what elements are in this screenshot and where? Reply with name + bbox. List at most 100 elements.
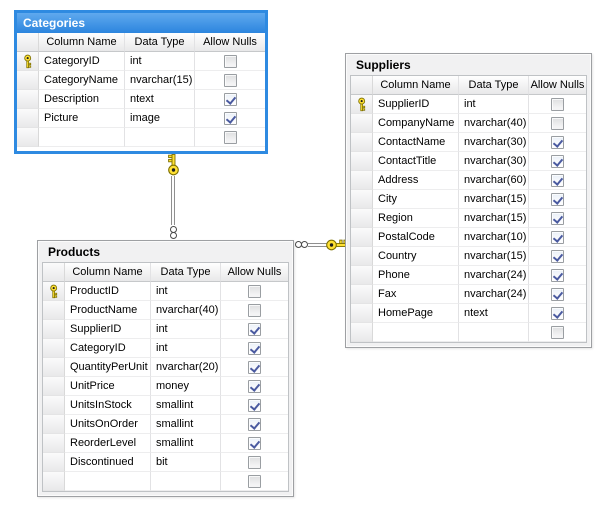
table-row[interactable]: SupplierID int xyxy=(43,320,288,339)
row-selector[interactable] xyxy=(351,247,373,266)
table-window-categories[interactable]: Categories Column Name Data Type Allow N… xyxy=(14,10,268,154)
data-type-cell[interactable]: money xyxy=(151,377,221,396)
allow-nulls-checkbox[interactable] xyxy=(551,268,564,282)
row-selector[interactable] xyxy=(43,396,65,415)
allow-nulls-checkbox[interactable] xyxy=(248,474,261,488)
data-type-cell[interactable]: nvarchar(15) xyxy=(459,247,529,266)
row-selector[interactable] xyxy=(43,358,65,377)
data-type-cell[interactable]: nvarchar(24) xyxy=(459,266,529,285)
relationship-line[interactable] xyxy=(308,243,330,247)
allow-nulls-cell[interactable] xyxy=(529,133,586,152)
table-window-suppliers[interactable]: Suppliers Column Name Data Type Allow Nu… xyxy=(345,53,592,348)
data-type-cell[interactable]: nvarchar(30) xyxy=(459,133,529,152)
data-type-cell[interactable] xyxy=(125,128,195,147)
column-name-cell[interactable]: ProductID xyxy=(65,282,151,301)
allow-nulls-checkbox[interactable] xyxy=(551,249,564,263)
data-type-cell[interactable]: nvarchar(10) xyxy=(459,228,529,247)
column-name-cell[interactable]: Fax xyxy=(373,285,459,304)
allow-nulls-cell[interactable] xyxy=(529,95,586,114)
allow-nulls-cell[interactable] xyxy=(195,90,265,109)
allow-nulls-checkbox[interactable] xyxy=(551,325,564,339)
allow-nulls-checkbox[interactable] xyxy=(223,73,237,87)
allow-nulls-checkbox[interactable] xyxy=(551,230,564,244)
allow-nulls-cell[interactable] xyxy=(529,323,586,342)
allow-nulls-checkbox[interactable] xyxy=(248,436,261,450)
data-type-cell[interactable]: nvarchar(20) xyxy=(151,358,221,377)
table-row[interactable]: Region nvarchar(15) xyxy=(351,209,586,228)
table-row[interactable]: CategoryName nvarchar(15) xyxy=(17,71,265,90)
column-name-cell[interactable]: Description xyxy=(39,90,125,109)
data-type-cell[interactable]: smallint xyxy=(151,434,221,453)
allow-nulls-checkbox[interactable] xyxy=(248,455,261,469)
allow-nulls-checkbox[interactable] xyxy=(248,398,261,412)
table-title-products[interactable]: Products xyxy=(48,245,101,259)
allow-nulls-checkbox[interactable] xyxy=(551,192,564,206)
allow-nulls-checkbox[interactable] xyxy=(248,360,261,374)
allow-nulls-checkbox[interactable] xyxy=(551,287,564,301)
table-row[interactable]: UnitPrice money xyxy=(43,377,288,396)
data-type-cell[interactable]: smallint xyxy=(151,415,221,434)
allow-nulls-checkbox[interactable] xyxy=(551,135,564,149)
data-type-cell[interactable]: nvarchar(15) xyxy=(459,190,529,209)
allow-nulls-checkbox[interactable] xyxy=(248,303,261,317)
column-name-cell[interactable]: City xyxy=(373,190,459,209)
row-selector[interactable] xyxy=(43,320,65,339)
data-type-cell[interactable]: nvarchar(15) xyxy=(459,209,529,228)
column-name-cell[interactable]: ContactName xyxy=(373,133,459,152)
allow-nulls-checkbox[interactable] xyxy=(551,173,564,187)
column-name-cell[interactable]: CategoryID xyxy=(39,52,125,71)
row-selector[interactable] xyxy=(351,323,373,342)
data-type-cell[interactable]: int xyxy=(459,95,529,114)
data-type-cell[interactable]: ntext xyxy=(459,304,529,323)
allow-nulls-cell[interactable] xyxy=(529,285,586,304)
column-name-cell[interactable]: QuantityPerUnit xyxy=(65,358,151,377)
row-selector[interactable] xyxy=(17,109,39,128)
data-type-cell[interactable]: nvarchar(40) xyxy=(151,301,221,320)
column-name-cell[interactable]: CategoryID xyxy=(65,339,151,358)
column-name-cell[interactable]: ReorderLevel xyxy=(65,434,151,453)
table-row[interactable]: Address nvarchar(60) xyxy=(351,171,586,190)
allow-nulls-cell[interactable] xyxy=(529,114,586,133)
data-type-cell[interactable] xyxy=(151,472,221,491)
data-type-cell[interactable]: nvarchar(15) xyxy=(125,71,195,90)
allow-nulls-cell[interactable] xyxy=(221,434,288,453)
row-selector[interactable] xyxy=(351,228,373,247)
column-name-cell[interactable]: SupplierID xyxy=(373,95,459,114)
table-title-suppliers[interactable]: Suppliers xyxy=(356,58,411,72)
table-row[interactable]: ReorderLevel smallint xyxy=(43,434,288,453)
table-row[interactable]: ProductID int xyxy=(43,282,288,301)
allow-nulls-checkbox[interactable] xyxy=(551,154,564,168)
column-name-cell[interactable]: ProductName xyxy=(65,301,151,320)
column-name-cell[interactable]: Region xyxy=(373,209,459,228)
allow-nulls-checkbox[interactable] xyxy=(223,130,237,144)
column-name-cell[interactable]: Picture xyxy=(39,109,125,128)
column-name-cell[interactable] xyxy=(39,128,125,147)
row-selector[interactable] xyxy=(351,285,373,304)
row-selector[interactable] xyxy=(43,453,65,472)
column-name-cell[interactable]: HomePage xyxy=(373,304,459,323)
table-row[interactable]: UnitsInStock smallint xyxy=(43,396,288,415)
column-name-cell[interactable]: UnitsInStock xyxy=(65,396,151,415)
allow-nulls-checkbox[interactable] xyxy=(248,417,261,431)
column-name-cell[interactable]: UnitPrice xyxy=(65,377,151,396)
row-selector[interactable] xyxy=(43,282,65,301)
allow-nulls-cell[interactable] xyxy=(529,304,586,323)
row-selector[interactable] xyxy=(43,472,65,491)
column-name-cell[interactable]: CategoryName xyxy=(39,71,125,90)
allow-nulls-cell[interactable] xyxy=(195,128,265,147)
row-selector[interactable] xyxy=(43,339,65,358)
allow-nulls-cell[interactable] xyxy=(529,228,586,247)
allow-nulls-cell[interactable] xyxy=(529,266,586,285)
table-row[interactable]: QuantityPerUnit nvarchar(20) xyxy=(43,358,288,377)
allow-nulls-cell[interactable] xyxy=(221,472,288,491)
row-selector[interactable] xyxy=(17,52,39,71)
allow-nulls-checkbox[interactable] xyxy=(248,379,261,393)
column-name-cell[interactable]: Address xyxy=(373,171,459,190)
column-name-cell[interactable] xyxy=(65,472,151,491)
table-row[interactable]: Fax nvarchar(24) xyxy=(351,285,586,304)
allow-nulls-cell[interactable] xyxy=(529,190,586,209)
row-selector[interactable] xyxy=(43,415,65,434)
row-selector[interactable] xyxy=(351,133,373,152)
allow-nulls-cell[interactable] xyxy=(221,377,288,396)
column-name-cell[interactable]: Phone xyxy=(373,266,459,285)
